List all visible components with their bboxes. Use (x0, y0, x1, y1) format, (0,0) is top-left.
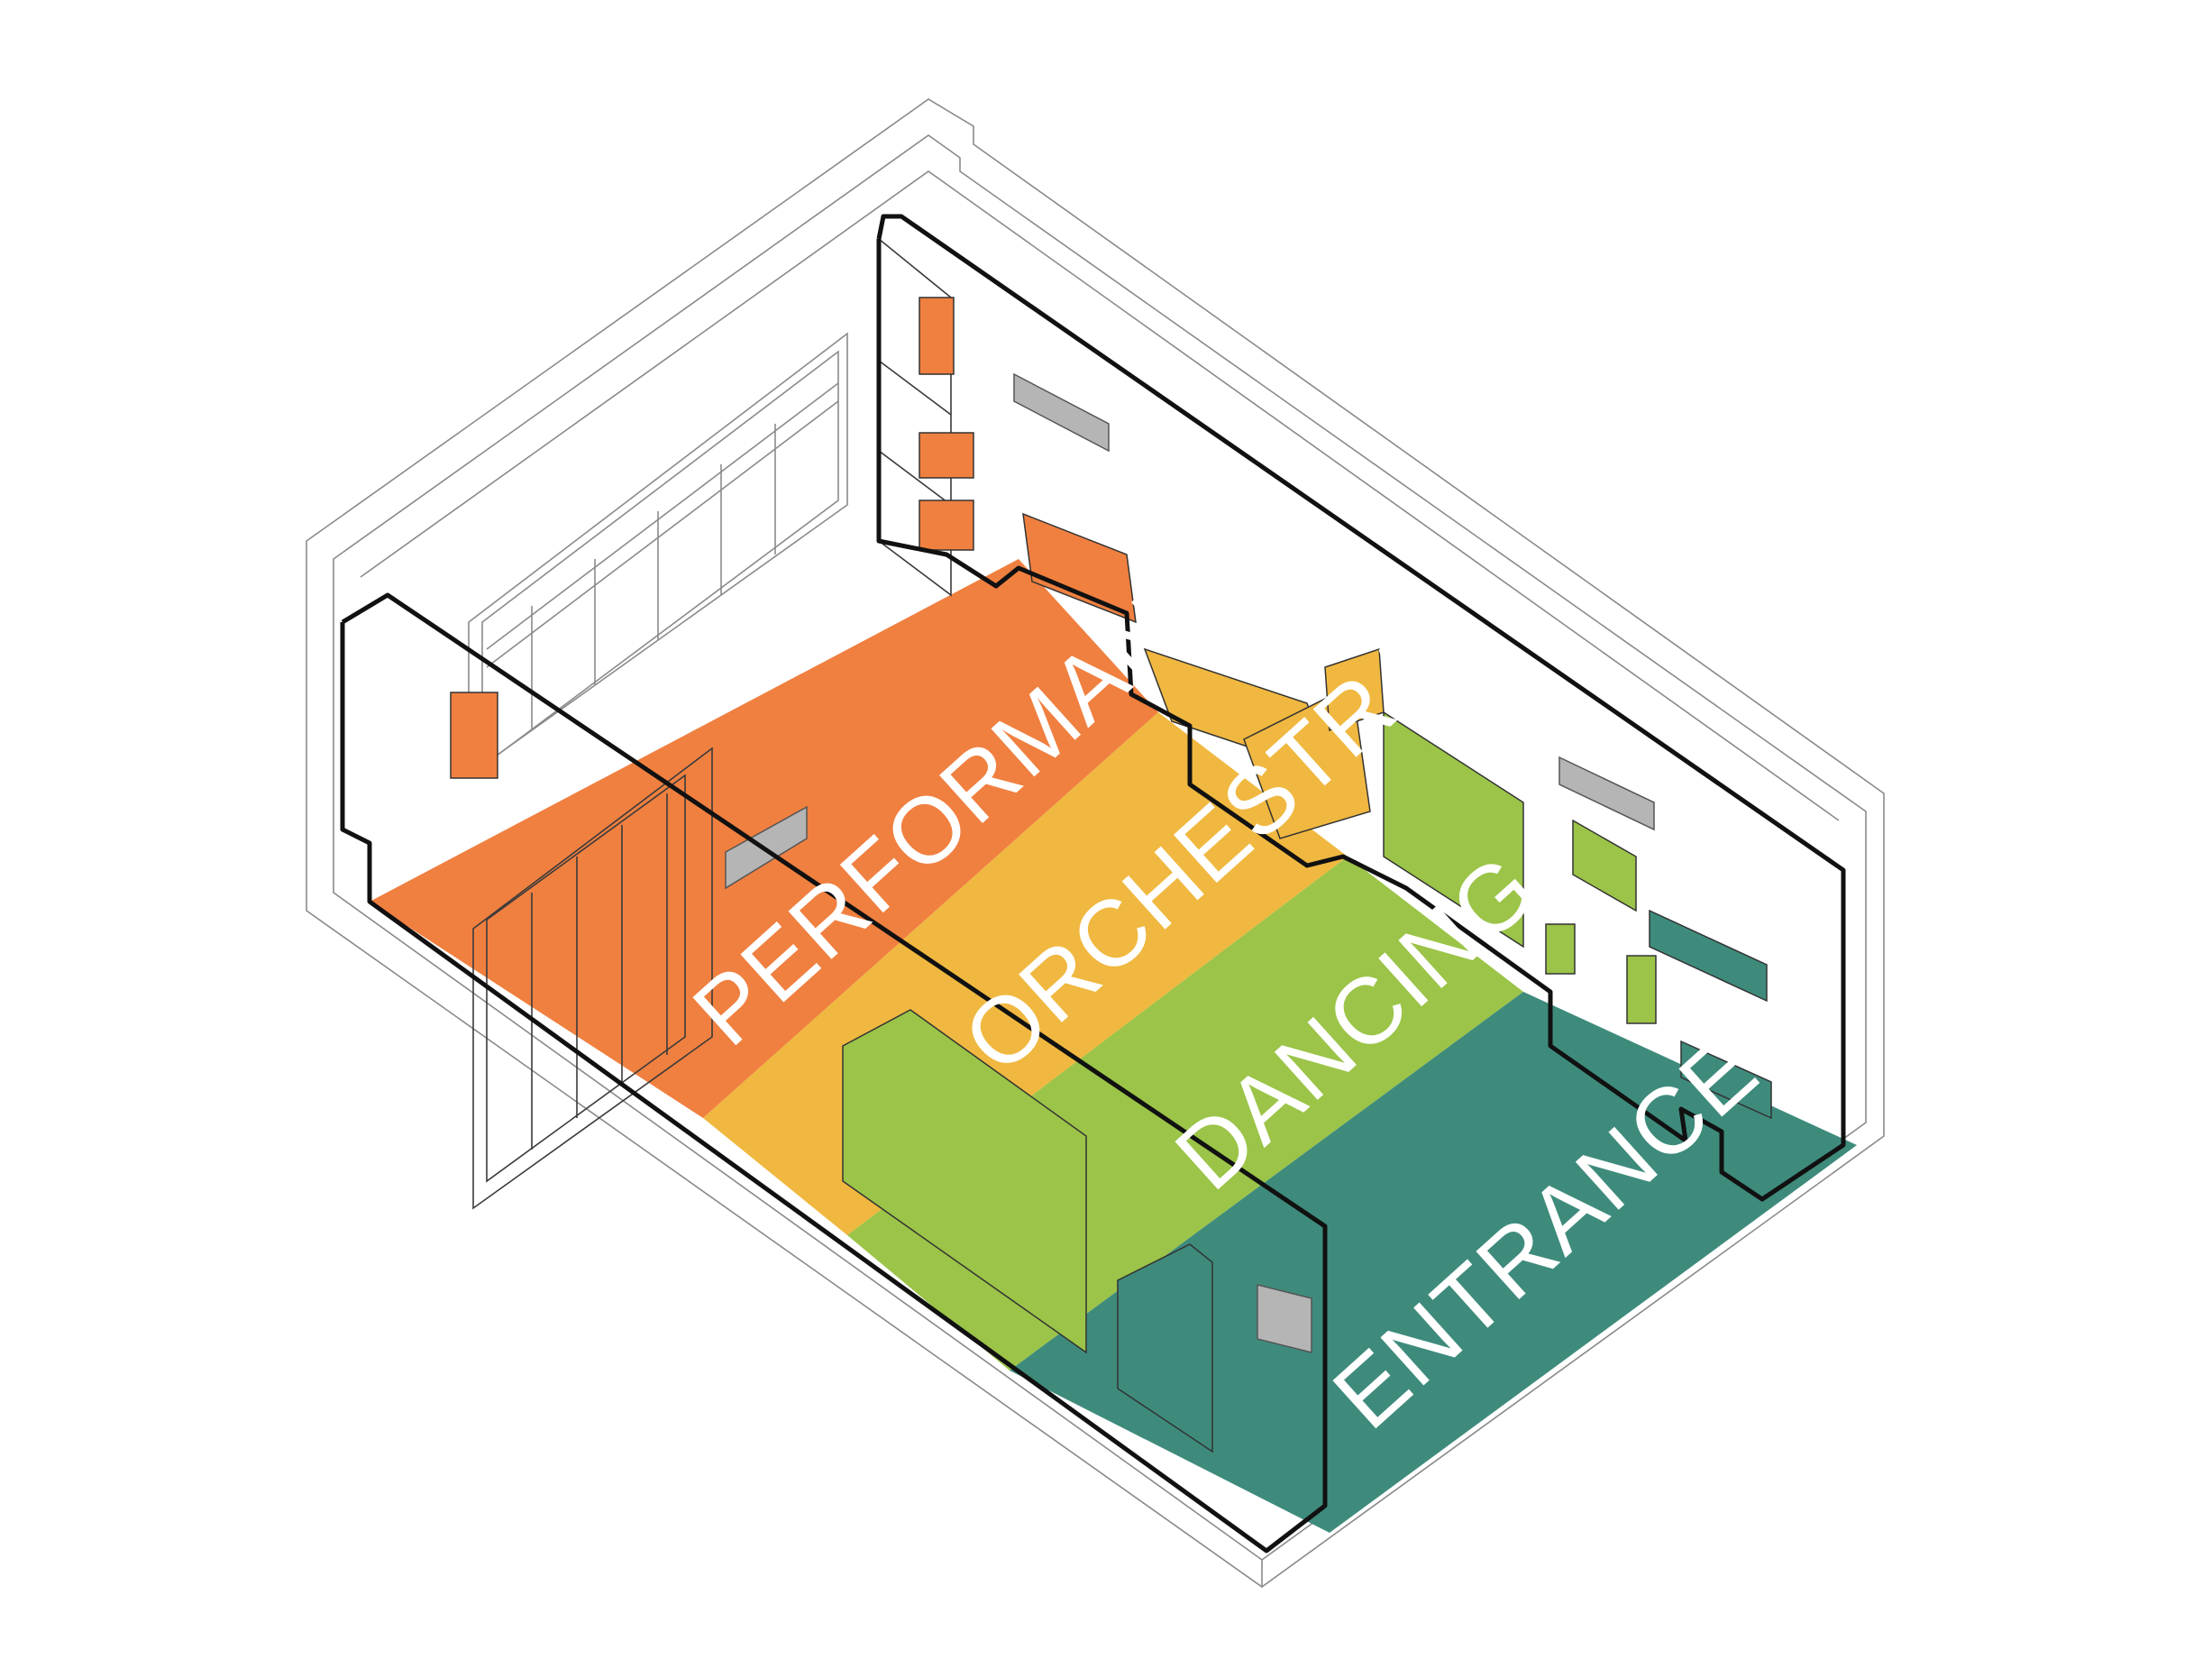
shelf-box-low (919, 500, 974, 551)
dancing-locker-1 (1545, 923, 1576, 975)
wall-shelf-box (450, 692, 498, 779)
green-panel (1383, 710, 1524, 949)
green-front-cabinet (842, 1009, 1087, 1354)
dancing-locker-2 (1626, 955, 1657, 1024)
section-outline (340, 214, 1846, 1554)
shelf-box-top (919, 297, 955, 375)
back-wall-units (878, 237, 1772, 1120)
entrance-bench (1649, 909, 1768, 1003)
front-blocks (842, 1009, 1312, 1453)
zone-entrance-floor (1010, 992, 1857, 1533)
piano (1022, 512, 1137, 624)
entrance-front-cabinet (1117, 1243, 1213, 1453)
building-shell (306, 98, 1885, 1588)
wall-ac-unit (1013, 372, 1110, 453)
entrance-shoe-rack (1680, 1040, 1772, 1120)
shelf-box-mid (919, 432, 974, 479)
right-ac-unit (1558, 756, 1655, 831)
window-wall (468, 332, 848, 777)
wall-panel-box (1257, 1284, 1312, 1353)
green-shelf-items (1572, 819, 1637, 912)
